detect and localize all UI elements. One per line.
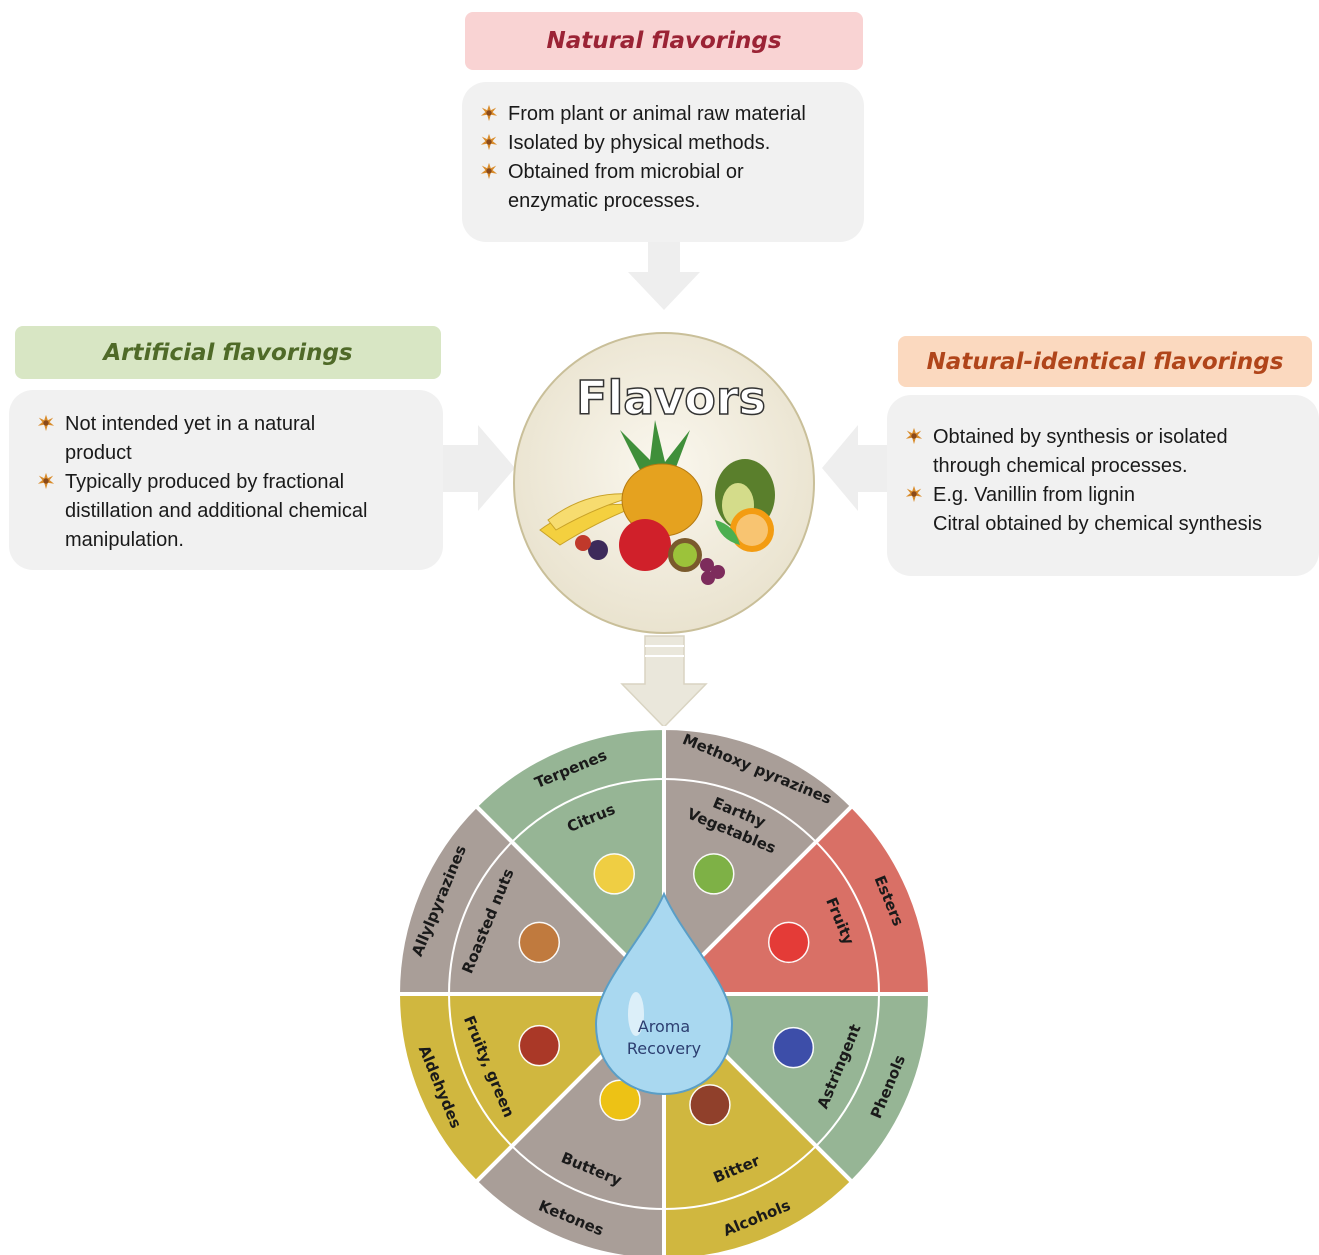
- artificial-desc-box: Not intended yet in a natural product Ty…: [9, 390, 443, 570]
- almond-icon: [518, 921, 561, 964]
- fruit-basket-icon: [539, 420, 775, 585]
- star-bullet-icon: [37, 472, 55, 490]
- star-bullet-icon: [37, 414, 55, 432]
- arrow-left-natural-identical: [822, 425, 892, 511]
- natural-item: Isolated by physical methods.: [480, 129, 846, 158]
- vegetables-icon: [692, 853, 735, 895]
- natural-identical-title-box: Natural-identical flavorings: [898, 336, 1312, 387]
- arrow-down-wheel: [620, 635, 708, 729]
- natural-identical-desc-box: Obtained by synthesis or isolated throug…: [887, 395, 1319, 576]
- natural-item: From plant or animal raw material: [480, 100, 846, 129]
- star-bullet-icon: [905, 427, 923, 445]
- arrow-right-artificial: [440, 425, 515, 511]
- aroma-recovery-label: Recovery: [627, 1039, 701, 1058]
- artificial-item: Typically produced by fractional distill…: [37, 468, 423, 555]
- artificial-item: Not intended yet in a natural product: [37, 410, 423, 468]
- wheel-segment: [662, 725, 855, 999]
- drop-highlight: [628, 992, 644, 1036]
- wheel-segment: [473, 725, 666, 999]
- blueberry-icon: [772, 1026, 815, 1069]
- natural-item: Obtained from microbial or enzymatic pro…: [480, 158, 846, 216]
- star-bullet-icon: [905, 485, 923, 503]
- natural-title: Natural flavorings: [546, 28, 782, 54]
- star-bullet-icon: [480, 104, 498, 122]
- wheel-inner-ring: [448, 778, 880, 1210]
- natural-identical-title: Natural-identical flavorings: [926, 348, 1284, 375]
- flavors-label: Flavors: [576, 371, 766, 425]
- natural-title-box: Natural flavorings: [465, 12, 863, 70]
- natural-identical-item: Obtained by synthesis or isolated throug…: [905, 423, 1309, 481]
- artificial-title-box: Artificial flavorings: [15, 326, 441, 379]
- arrow-down-natural: [628, 242, 700, 310]
- natural-desc-box: From plant or animal raw material Isolat…: [462, 82, 864, 242]
- lemon-icon: [593, 853, 636, 895]
- apple-slice-icon: [518, 1024, 561, 1067]
- aroma-recovery-label: Aroma: [638, 1017, 690, 1036]
- water-drop-icon: [594, 891, 734, 1096]
- natural-identical-item: E.g. Vanillin from lignin Citral obtaine…: [905, 481, 1309, 539]
- fruit-icon: [767, 921, 810, 964]
- star-bullet-icon: [480, 162, 498, 180]
- bottle-icon: [689, 1084, 731, 1126]
- star-bullet-icon: [480, 133, 498, 151]
- butter-icon: [599, 1079, 641, 1121]
- wheel-segment: [395, 803, 669, 996]
- artificial-title: Artificial flavorings: [103, 339, 353, 366]
- wheel-segment: [659, 803, 933, 996]
